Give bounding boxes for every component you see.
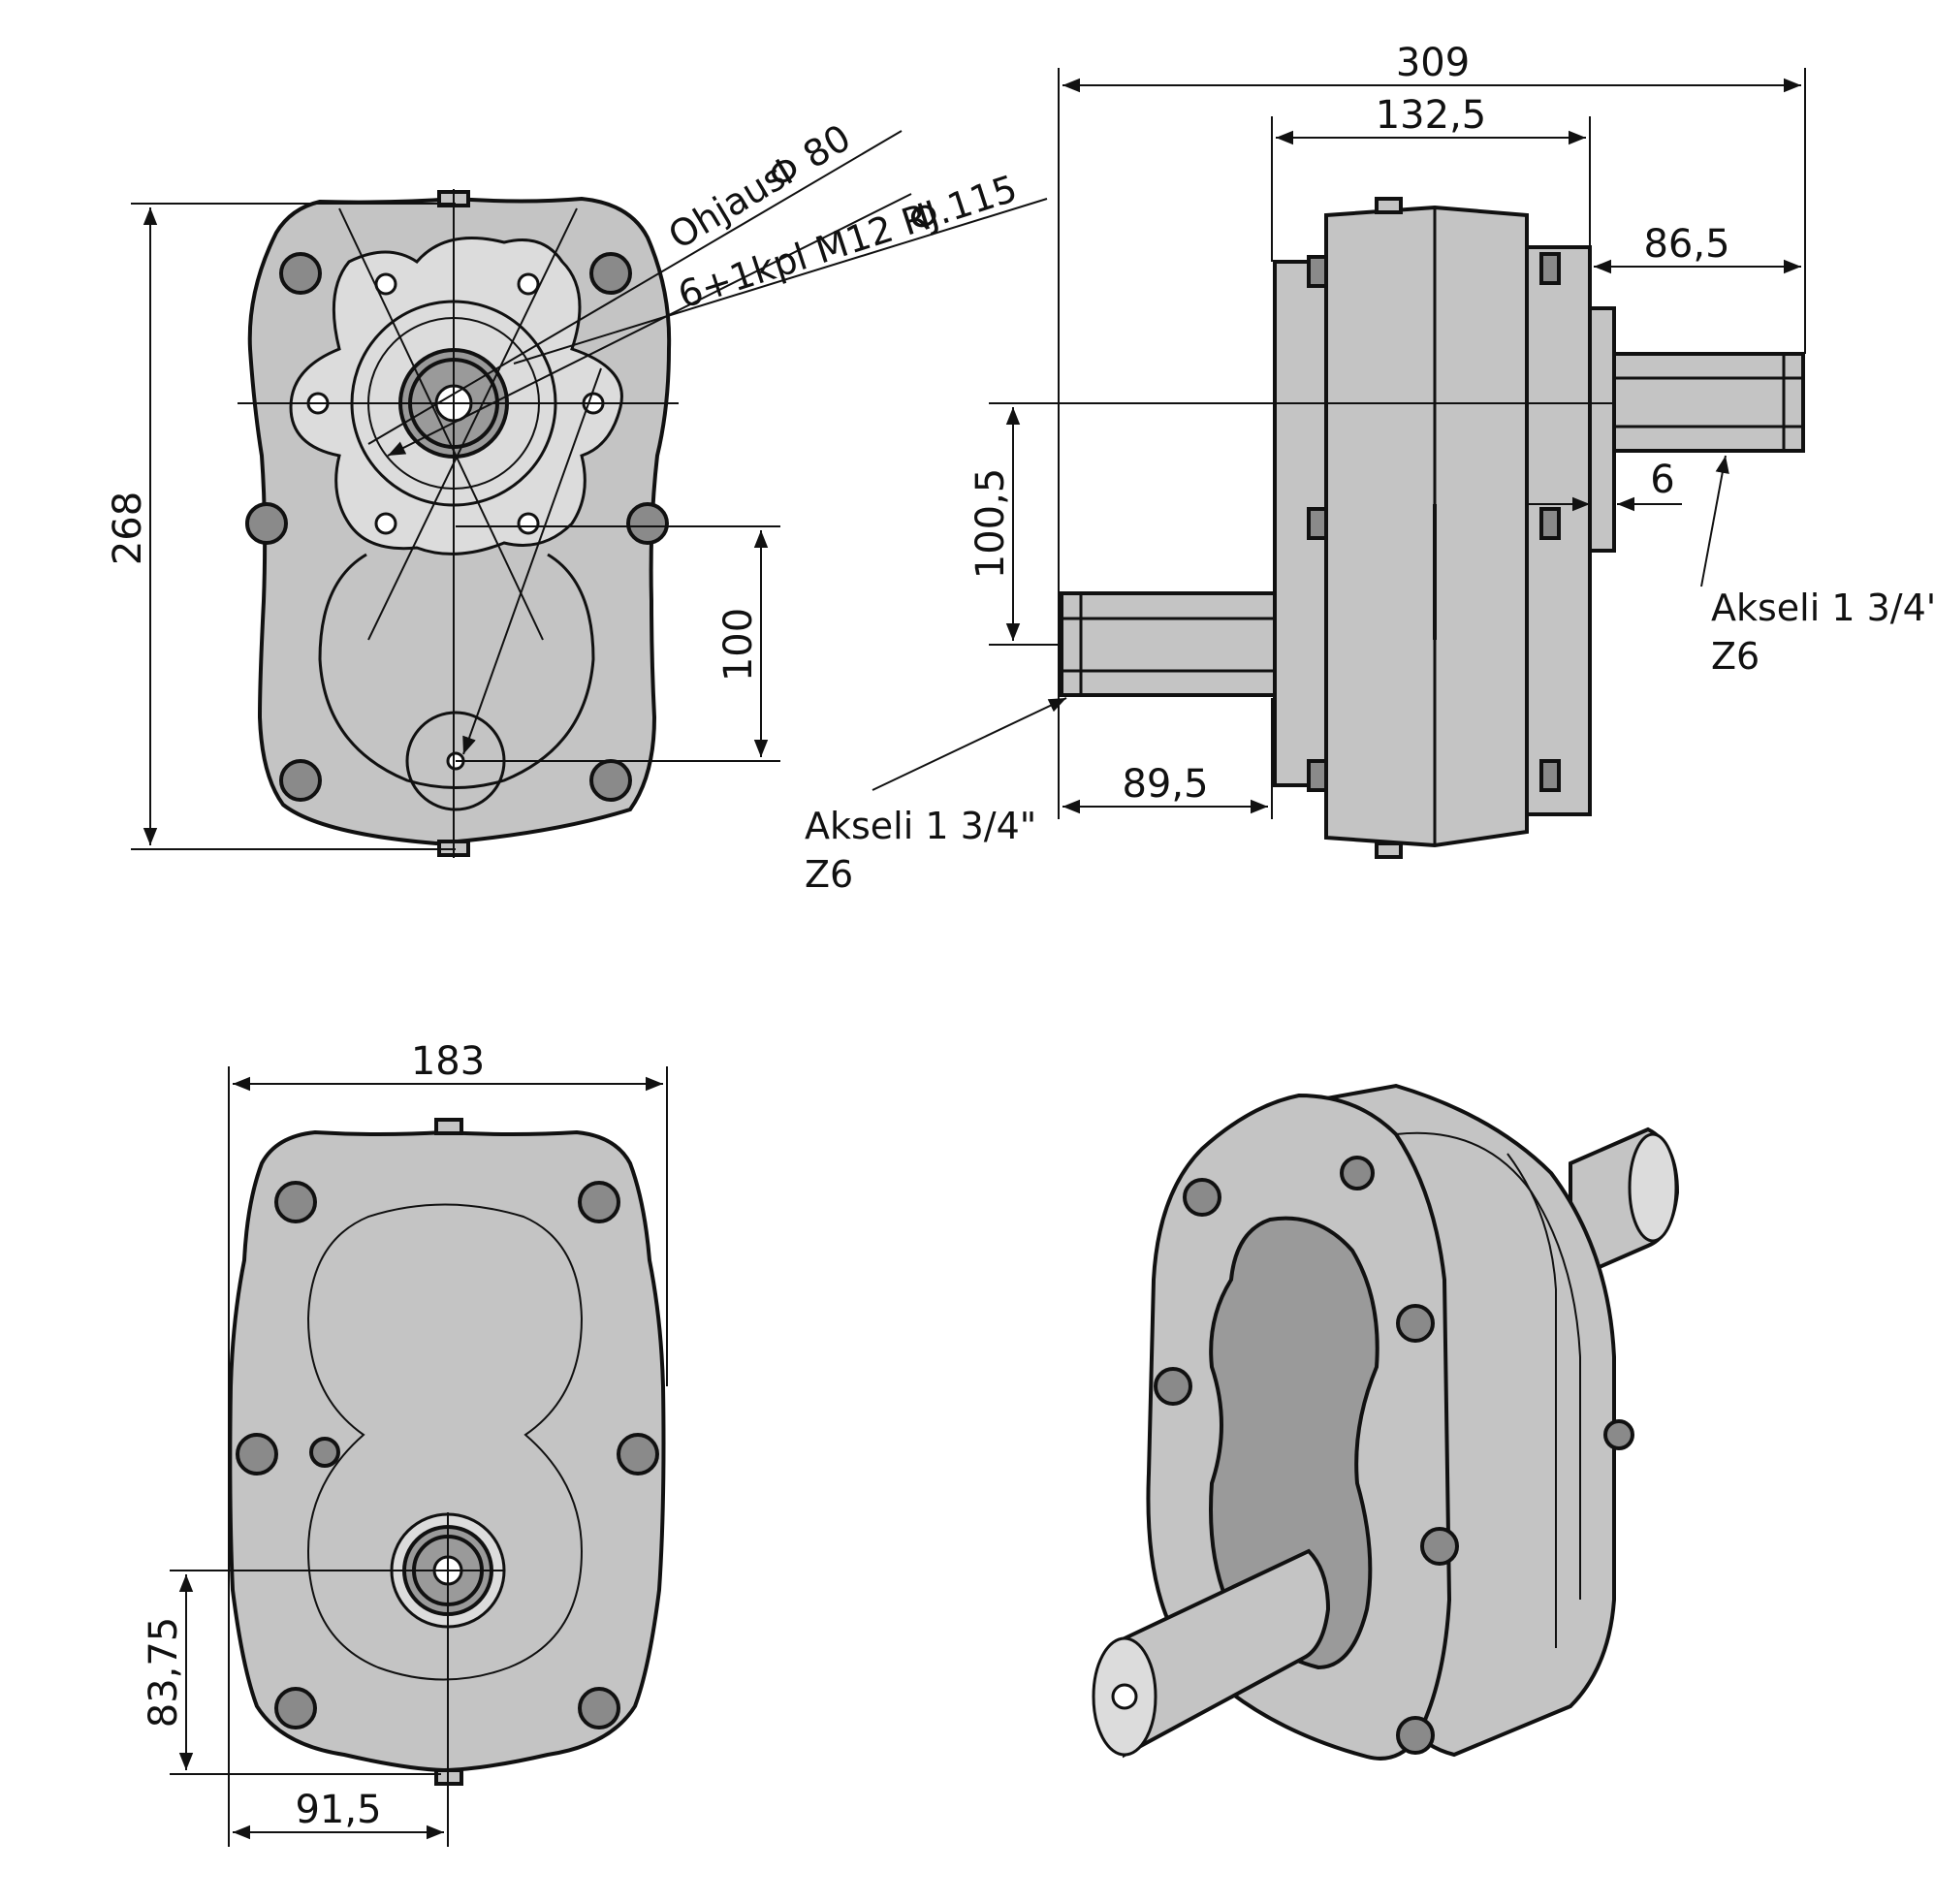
side-view: 309 132,5 86,5 100,5 6 89,5 Akseli 1 3/4… bbox=[805, 41, 1934, 896]
front-lower-lobe bbox=[318, 553, 595, 789]
rear-emboss bbox=[306, 1203, 584, 1681]
isometric-view bbox=[1092, 1083, 1680, 1761]
front-flange-hole bbox=[374, 272, 397, 296]
front-flange-hole bbox=[517, 272, 540, 296]
side-flange bbox=[1588, 306, 1616, 553]
side-overall-length-dim: 309 bbox=[1396, 41, 1470, 85]
side-input-shaft-dim: 89,5 bbox=[1122, 762, 1208, 807]
front-hex-bolt bbox=[279, 252, 322, 295]
iso-bolt bbox=[1183, 1178, 1221, 1217]
front-flange-hole bbox=[517, 512, 540, 535]
rear-hex-bolt bbox=[578, 1687, 620, 1729]
input-shaft-spline: Z6 bbox=[805, 853, 853, 896]
input-shaft-label: Akseli 1 3/4" bbox=[805, 805, 1036, 847]
rear-hex-bolt bbox=[617, 1433, 659, 1476]
front-hex-bolt bbox=[589, 759, 632, 802]
front-view: 268 100 Ohjaus Φ 80 6+1kpl M12 RJ. Φ 115 bbox=[106, 116, 1048, 858]
front-hex-bolt bbox=[279, 759, 322, 802]
side-shaft-height-dim: 100,5 bbox=[968, 468, 1013, 580]
iso-bolt bbox=[1154, 1367, 1192, 1406]
iso-bolt bbox=[1420, 1527, 1459, 1566]
iso-cover-recess bbox=[1209, 1216, 1379, 1670]
side-output-shaft bbox=[1612, 352, 1805, 453]
side-input-shaft bbox=[1060, 591, 1277, 697]
iso-bolt bbox=[1603, 1419, 1634, 1450]
rear-hex-bolt bbox=[236, 1433, 278, 1476]
rear-hex-bolt bbox=[578, 1181, 620, 1223]
rear-hex-bolt bbox=[274, 1687, 317, 1729]
side-body bbox=[1324, 205, 1529, 848]
iso-bolt bbox=[1340, 1156, 1375, 1190]
side-output-shaft-dim: 86,5 bbox=[1643, 222, 1729, 267]
rear-shaft-offset-dim: 91,5 bbox=[295, 1788, 381, 1832]
iso-bolt bbox=[1396, 1304, 1435, 1343]
front-height-dim: 268 bbox=[106, 492, 150, 565]
front-hex-bolt bbox=[245, 502, 288, 545]
side-body-length-dim: 132,5 bbox=[1376, 93, 1487, 138]
bolt-circle-dia: Φ 115 bbox=[904, 167, 1023, 241]
front-hex-bolt bbox=[626, 502, 669, 545]
front-shaft-offset-dim: 100 bbox=[716, 608, 761, 682]
front-flange-hole bbox=[374, 512, 397, 535]
rear-hex-bolt bbox=[274, 1181, 317, 1223]
rear-top-lug bbox=[434, 1118, 463, 1135]
rear-plug bbox=[309, 1437, 340, 1468]
rear-shaft-height-dim: 83,75 bbox=[142, 1617, 186, 1729]
output-shaft-label: Akseli 1 3/4" bbox=[1711, 587, 1934, 629]
rear-width-dim: 183 bbox=[411, 1039, 485, 1084]
output-shaft-spline: Z6 bbox=[1711, 635, 1760, 678]
rear-view: 183 83,75 91,5 bbox=[142, 1039, 668, 1847]
front-hex-bolt bbox=[589, 252, 632, 295]
iso-bolt bbox=[1396, 1716, 1435, 1755]
iso-input-shaft bbox=[1123, 1548, 1331, 1759]
rear-housing bbox=[228, 1129, 666, 1773]
side-flange-dim: 6 bbox=[1650, 458, 1674, 502]
